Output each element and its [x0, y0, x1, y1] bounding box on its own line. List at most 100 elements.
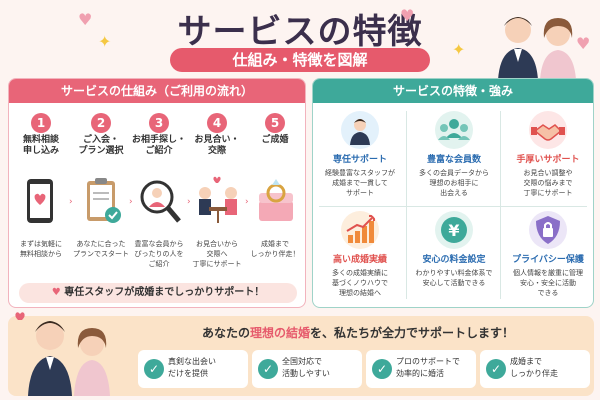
benefit-line: 活動しやすい	[282, 369, 330, 378]
yen-icon: ¥	[435, 211, 473, 249]
clipboard-check-icon	[87, 178, 121, 223]
feature-desc-line: 基づくノウハウで	[332, 279, 388, 287]
flow-heading: サービスの仕組み（ご利用の流れ）	[9, 79, 305, 103]
growth-chart-icon	[341, 211, 379, 249]
step-desc-line: 丁寧にサポート	[192, 260, 242, 268]
step-number: 5	[265, 113, 285, 133]
feature-desc-line: 多くの成婚実績に	[332, 269, 388, 277]
bottom-headline: あなたの理想の結婚を、私たちが全力でサポートします！	[128, 324, 588, 341]
divider	[406, 111, 407, 299]
flow-step: 3 お相手探し・ ご紹介	[131, 113, 187, 157]
step-title-line: ご紹介	[145, 146, 173, 156]
feature-desc-line: 理想のお相手に	[429, 179, 479, 187]
feature-desc-line: 理想の結婚へ	[339, 289, 381, 297]
step-title-line: ご成婚	[261, 135, 289, 145]
step-desc-line: ぴったりの人を	[134, 250, 184, 258]
step-number: 1	[31, 113, 51, 133]
flow-step: 2 ご入会・ プラン選択	[73, 113, 129, 157]
sparkle-decoration-icon: ✦	[452, 40, 466, 59]
feature-desc-line: 丁寧にサポート	[523, 189, 573, 197]
feature-card: 高い成婚実績 多くの成婚実績に 基づくノウハウで 理想の結婚へ	[315, 211, 405, 298]
step-desc-line: あなたに合った	[76, 240, 126, 248]
feature-desc-line: 出会える	[440, 189, 468, 197]
step-desc-line: 無料相談から	[20, 250, 62, 258]
page-title: サービスの特徴	[177, 12, 423, 52]
arrow-right-icon: ›	[187, 197, 191, 207]
feature-desc-line: わかりやすい料金体系で	[415, 269, 493, 277]
feature-card: 専任サポート 経験豊富なスタッフが 成婚まで一貫して サポート	[315, 111, 405, 198]
smartphone-icon	[27, 179, 53, 223]
step-desc-line: まずは気軽に	[20, 240, 62, 248]
feature-card: ¥ 安心の料金設定 わかりやすい料金体系で 安心して活動できる	[409, 211, 499, 288]
magnifier-person-icon	[140, 180, 181, 223]
flow-step: 4 お見合い・ 交際	[189, 113, 245, 157]
feature-desc-line: 交際の悩みまで	[523, 179, 573, 187]
ring-box-icon	[259, 179, 293, 221]
feature-desc-line: 成婚まで一貫して	[332, 179, 388, 187]
page-subtitle: 仕組み・特徴を図解	[170, 48, 430, 72]
step-number: 3	[149, 113, 169, 133]
feature-card: プライバシー保護 個人情報を厳重に管理 安心・安全に活動 できる	[503, 211, 593, 298]
svg-text:¥: ¥	[448, 221, 459, 240]
benefit-pill: ✓ 真剣な出会い だけを提供	[138, 350, 248, 388]
feature-desc-line: 多くの会員データから	[419, 169, 489, 177]
benefit-text: 真剣な出会い だけを提供	[168, 356, 246, 380]
feature-title: 安心の料金設定	[422, 255, 486, 265]
benefit-pill: ✓ プロのサポートで 効率的に婚活	[366, 350, 476, 388]
benefit-line: プロのサポートで	[396, 357, 460, 366]
step-description: 豊富な会員から ぴったりの人を ご紹介	[131, 239, 187, 269]
step-title-line: 無料相談	[22, 135, 59, 145]
flow-footer-banner: ♥ 専任スタッフが成婚までしっかりサポート！	[19, 283, 297, 303]
benefit-line: しっかり伴走	[510, 369, 558, 378]
handshake-icon	[529, 111, 567, 149]
step-description: 成婚まで しっかり伴走！	[247, 239, 303, 259]
step-title: お相手探し・ ご紹介	[131, 135, 187, 157]
step-description: まずは気軽に 無料相談から	[13, 239, 69, 259]
step-desc-line: ご紹介	[148, 260, 170, 268]
feature-desc: 多くの成婚実績に 基づくノウハウで 理想の結婚へ	[315, 268, 405, 298]
couple-illustration	[15, 312, 110, 396]
sparkle-decoration-icon: ✦	[98, 32, 112, 51]
feature-card: 手厚いサポート お見合い調整や 交際の悩みまで 丁寧にサポート	[503, 111, 593, 198]
heart-decoration-icon: ♥	[400, 6, 415, 25]
check-icon: ✓	[486, 359, 506, 379]
step-title: ご入会・ プラン選択	[73, 135, 129, 157]
flow-step: 5 ご成婚	[247, 113, 303, 146]
step-desc-line: 交際へ	[206, 250, 228, 258]
step-description: お見合いから 交際へ 丁寧にサポート	[189, 239, 245, 269]
flow-footer-text: 専任スタッフが成婚までしっかりサポート！	[64, 287, 265, 298]
heart-icon: ♥	[51, 287, 65, 298]
feature-desc: 経験豊富なスタッフが 成婚まで一貫して サポート	[315, 168, 405, 198]
step-desc-line: 成婚まで	[261, 240, 289, 248]
members-icon	[435, 111, 473, 149]
heart-decoration-icon: ♥	[576, 34, 591, 53]
benefit-text: 全国対応で 活動しやすい	[282, 356, 360, 380]
step-title-line: 申し込み	[22, 146, 59, 156]
check-icon: ✓	[372, 359, 392, 379]
feature-title: プライバシー保護	[512, 255, 584, 265]
step-title-line: お見合い・	[194, 135, 240, 145]
flow-panel: サービスの仕組み（ご利用の流れ） 1 無料相談 申し込み まずは気軽に 無料相談…	[8, 78, 306, 308]
step-title-line: お相手探し・	[131, 135, 186, 145]
step-desc-line: お見合いから	[196, 240, 238, 248]
step-number: 4	[207, 113, 227, 133]
step-number: 2	[91, 113, 111, 133]
check-icon: ✓	[144, 359, 164, 379]
feature-desc: 個人情報を厳重に管理 安心・安全に活動 できる	[503, 268, 593, 298]
benefit-line: 全国対応で	[282, 357, 322, 366]
feature-card: 豊富な会員数 多くの会員データから 理想のお相手に 出会える	[409, 111, 499, 198]
divider	[319, 206, 587, 207]
benefit-pill: ✓ 全国対応で 活動しやすい	[252, 350, 362, 388]
features-panel: サービスの特徴・強み 専任サポート 経験豊富なスタッフが 成婚まで一貫して サポ…	[312, 78, 594, 308]
feature-desc-line: お見合い調整や	[523, 169, 573, 177]
divider	[500, 111, 501, 299]
shield-lock-icon	[529, 211, 567, 249]
couple-illustration	[498, 17, 576, 80]
step-desc-line: プランでスタート	[73, 250, 129, 258]
feature-title: 手厚いサポート	[516, 155, 580, 165]
features-heading: サービスの特徴・強み	[313, 79, 593, 103]
benefit-line: 効率的に婚活	[396, 369, 444, 378]
headline-text: あなたの	[201, 326, 250, 340]
step-title: 無料相談 申し込み	[13, 135, 69, 157]
step-desc-line: しっかり伴走！	[250, 250, 300, 258]
